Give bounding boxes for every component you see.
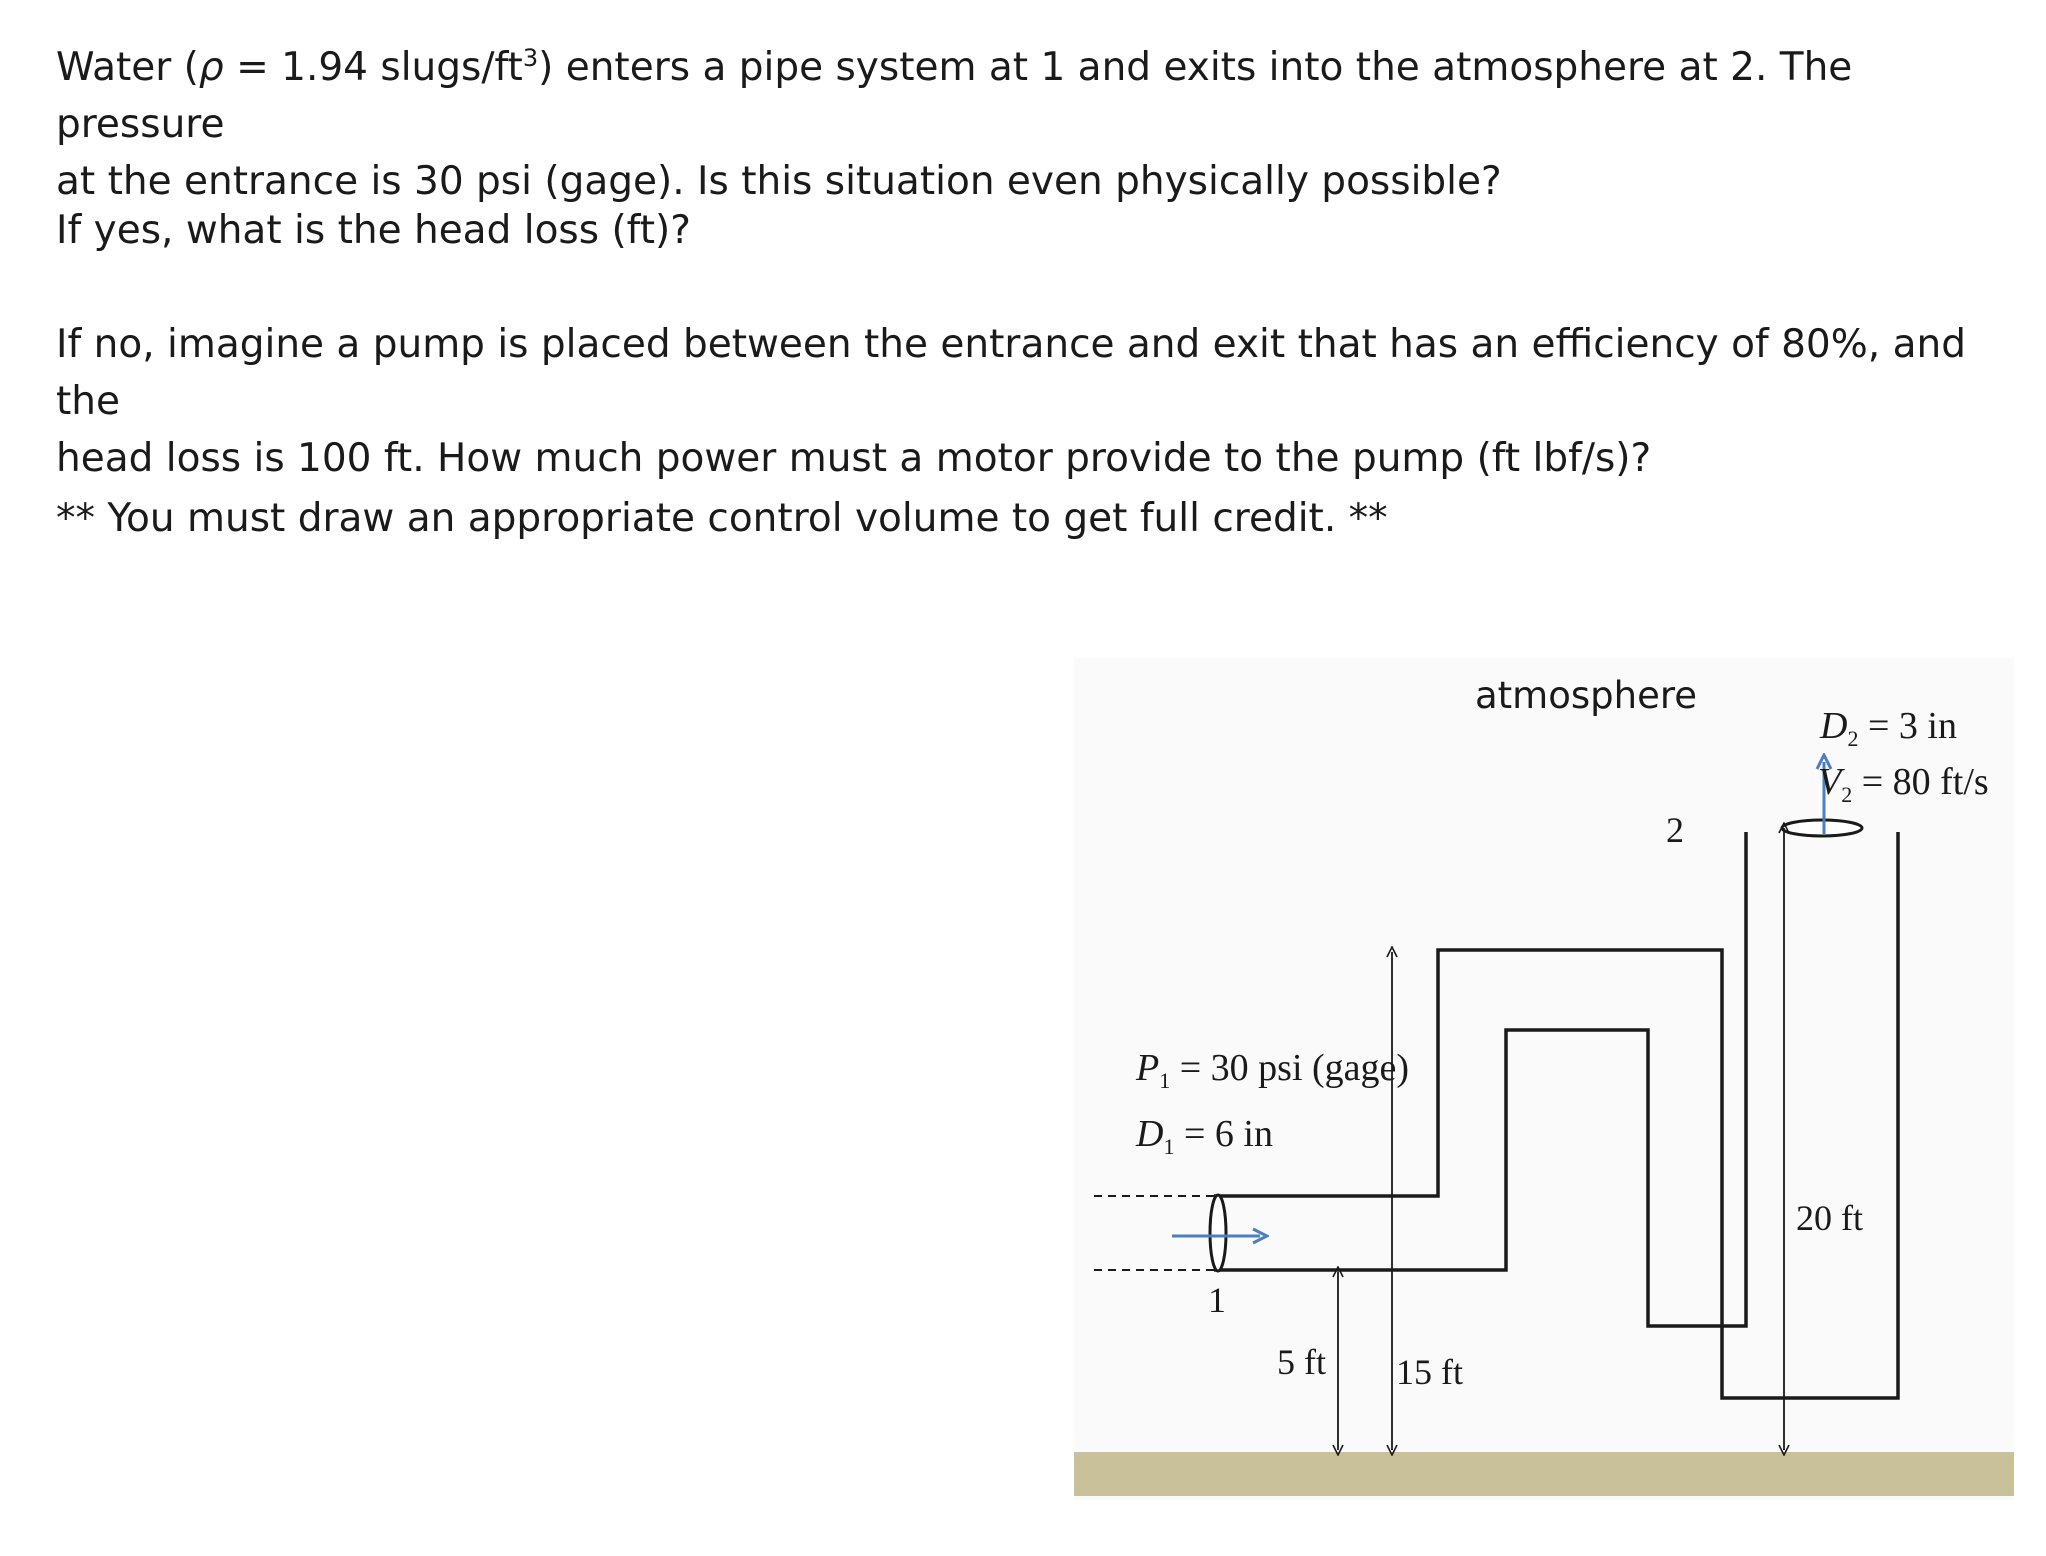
statement-line-2: at the entrance is 30 psi (gage). Is thi… xyxy=(56,159,1502,204)
p1-label: P1 = 30 psi (gage) xyxy=(1135,1047,1409,1093)
d1-label: D1 = 6 in xyxy=(1135,1113,1273,1159)
point-1-label: 1 xyxy=(1208,1280,1226,1320)
if-yes-question: If yes, what is the head loss (ft)? xyxy=(56,208,691,253)
statement-part-2: = 1.94 slugs/ft xyxy=(223,45,523,90)
point-2-label: 2 xyxy=(1666,810,1684,850)
d1-value: = 6 in xyxy=(1174,1113,1273,1155)
rho-symbol: ρ xyxy=(198,45,224,90)
statement-part-1: Water ( xyxy=(56,45,199,90)
problem-statement: Water (ρ = 1.94 slugs/ft3) enters a pipe… xyxy=(56,30,2016,210)
diagram-background xyxy=(1074,658,2014,1500)
d1-symbol: D xyxy=(1135,1113,1163,1155)
ground xyxy=(1074,1452,2014,1496)
p1-symbol: P xyxy=(1135,1047,1159,1089)
v2-subscript: 2 xyxy=(1841,782,1852,807)
if-no-question: If no, imagine a pump is placed between … xyxy=(56,316,2016,487)
v2-symbol: V xyxy=(1818,761,1845,803)
cubed-superscript: 3 xyxy=(522,44,539,72)
d2-symbol: D xyxy=(1819,705,1847,747)
d2-value: = 3 in xyxy=(1858,705,1957,747)
p1-subscript: 1 xyxy=(1159,1068,1170,1093)
p1-value: = 30 psi (gage) xyxy=(1170,1047,1409,1089)
if-no-line-2: head loss is 100 ft. How much power must… xyxy=(56,436,1652,481)
control-volume-note: ** You must draw an appropriate control … xyxy=(56,496,1388,541)
v2-value: = 80 ft/s xyxy=(1852,761,1989,803)
height-15ft-label: 15 ft xyxy=(1396,1352,1463,1392)
d2-label: D2 = 3 in xyxy=(1819,705,1957,751)
pipe-inner-wall xyxy=(1214,832,1748,1328)
atmosphere-label: atmosphere xyxy=(1475,674,1697,717)
d1-subscript: 1 xyxy=(1163,1134,1174,1159)
pipe-system-diagram: atmosphere D2 = 3 in V2 = 80 ft/s P1 = 3… xyxy=(1074,658,2014,1500)
pipe-diagram-svg: atmosphere D2 = 3 in V2 = 80 ft/s P1 = 3… xyxy=(1074,658,2014,1500)
pipe-outer-wall xyxy=(1214,832,1900,1400)
inlet-opening xyxy=(1208,1193,1228,1273)
d2-subscript: 2 xyxy=(1847,726,1858,751)
height-20ft-label: 20 ft xyxy=(1796,1198,1863,1238)
outlet-opening xyxy=(1780,818,1864,838)
height-5ft-label: 5 ft xyxy=(1277,1342,1326,1382)
statement-part-3: ) enters a pipe system at 1 and exits in… xyxy=(56,45,1853,147)
v2-label: V2 = 80 ft/s xyxy=(1818,761,1989,807)
if-no-line-1: If no, imagine a pump is placed between … xyxy=(56,322,1966,424)
